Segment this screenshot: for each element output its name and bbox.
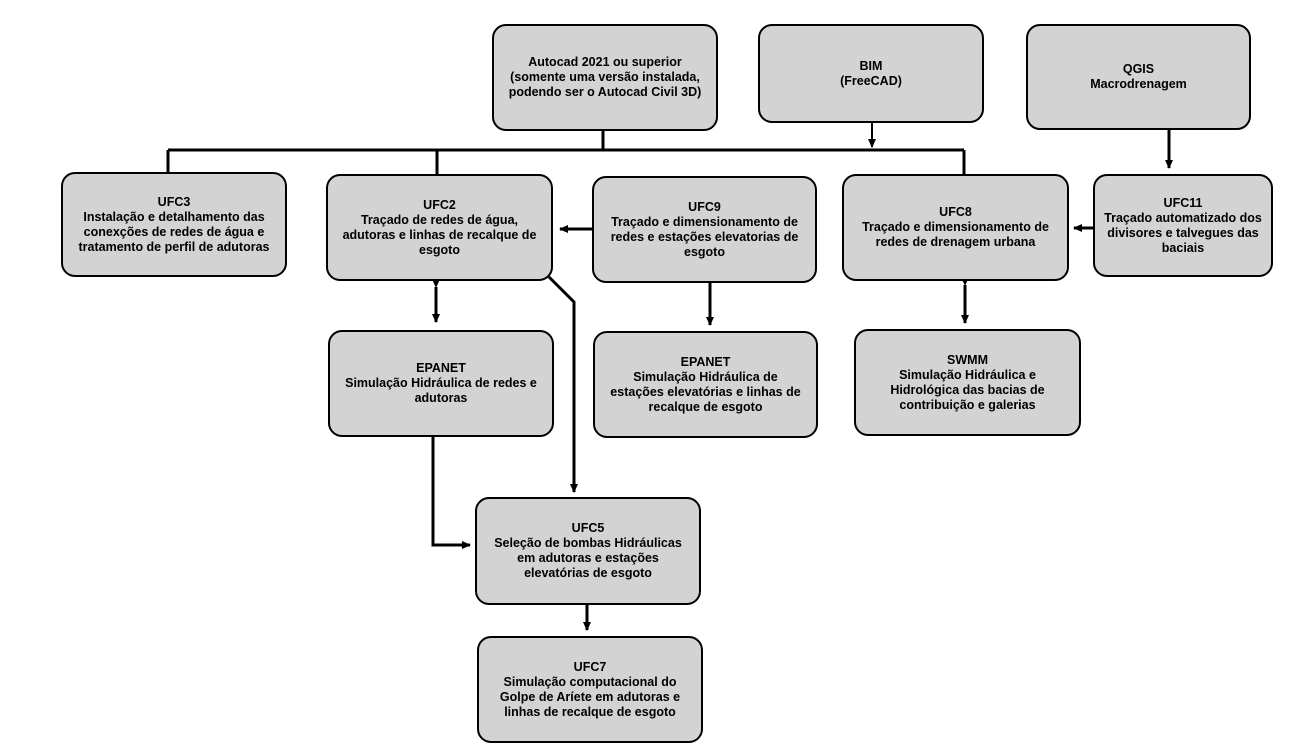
node-ufc11-line-3: baciais — [1161, 240, 1205, 255]
node-ufc5: UFC5 Seleção de bombas Hidráulicas em ad… — [475, 497, 701, 605]
node-ufc2-line-2: adutoras e linhas de recalque de — [342, 227, 537, 242]
node-ufc11-line-1: Traçado automatizado dos — [1104, 210, 1262, 225]
node-ufc8-title: UFC8 — [939, 205, 972, 219]
node-ufc2-line-1: Traçado de redes de água, — [360, 212, 518, 227]
node-bim-title: BIM — [859, 58, 883, 73]
edge-autocad-bus — [168, 130, 964, 152]
node-ufc9-line-3: esgoto — [684, 244, 725, 259]
node-ufc11-title: UFC11 — [1163, 195, 1203, 210]
node-swmm-title: SWMM — [947, 352, 988, 367]
node-ufc5-title: UFC5 — [571, 521, 605, 535]
node-ufc5-line-2: em adutoras e estações — [517, 551, 659, 565]
node-epanet-elevatorias-title: EPANET — [680, 354, 731, 369]
node-epanet-elevatorias-line-1: Simulação Hidráulica de — [633, 369, 778, 384]
node-swmm-line-2: Hidrológica das bacias de — [890, 382, 1045, 397]
node-epanet-elevatorias: EPANET Simulação Hidráulica de estações … — [593, 331, 818, 438]
node-ufc3-line-1: Instalação e detalhamento das — [83, 209, 265, 224]
node-ufc3-line-3: tratamento de perfil de adutoras — [78, 239, 270, 254]
node-bim: BIM (FreeCAD) — [758, 24, 984, 123]
node-autocad-line-3: podendo ser o Autocad Civil 3D) — [508, 85, 702, 99]
node-ufc11-line-2: divisores e talvegues das — [1107, 225, 1259, 240]
node-ufc3-line-2: conexções de redes de água e — [83, 224, 265, 239]
node-qgis: QGIS Macrodrenagem — [1026, 24, 1251, 130]
node-swmm: SWMM Simulação Hidráulica e Hidrológica … — [854, 329, 1081, 436]
node-ufc7-line-2: Golpe de Aríete em adutoras e — [499, 689, 681, 704]
node-epanet-redes-title: EPANET — [416, 361, 466, 375]
edge-ufc2-ufc5 — [545, 273, 578, 493]
node-autocad-line-2: (somente uma versão instalada, — [510, 70, 700, 84]
node-ufc7-title: UFC7 — [573, 659, 607, 674]
node-ufc9: UFC9 Traçado e dimensionamento de redes … — [592, 176, 817, 283]
node-ufc11: UFC11 Traçado automatizado dos divisores… — [1093, 174, 1273, 277]
node-epanet-redes: EPANET Simulação Hidráulica de redes e a… — [328, 330, 554, 437]
node-bim-line-1: (FreeCAD) — [840, 73, 902, 88]
node-qgis-line-1: Macrodrenagem — [1090, 77, 1187, 91]
node-ufc8-line-1: Traçado e dimensionamento de — [862, 220, 1049, 234]
node-autocad-line-1: Autocad 2021 ou superior — [528, 55, 682, 69]
node-ufc9-title: UFC9 — [688, 199, 721, 214]
node-qgis-title: QGIS — [1122, 62, 1155, 76]
node-ufc2: UFC2 Traçado de redes de água, adutoras … — [326, 174, 553, 281]
node-ufc3-title: UFC3 — [157, 194, 191, 209]
node-ufc5-line-3: elevatórias de esgoto — [524, 566, 652, 580]
node-epanet-elevatorias-line-3: recalque de esgoto — [648, 399, 763, 414]
node-ufc8: UFC8 Traçado e dimensionamento de redes … — [842, 174, 1069, 281]
node-ufc3: UFC3 Instalação e detalhamento das conex… — [61, 172, 287, 277]
edge-epanet1-ufc5 — [431, 437, 471, 549]
node-ufc5-line-1: Seleção de bombas Hidráulicas — [494, 536, 682, 550]
node-ufc2-line-3: esgoto — [419, 242, 460, 257]
node-ufc7-line-1: Simulação computacional do — [503, 674, 677, 689]
node-swmm-line-3: contribuição e galerias — [899, 397, 1036, 412]
node-ufc9-line-2: redes e estações elevatorias de — [610, 229, 799, 244]
node-swmm-line-1: Simulação Hidráulica e — [899, 367, 1036, 382]
node-epanet-redes-line-2: adutoras — [414, 391, 468, 405]
node-ufc7-line-3: linhas de recalque de esgoto — [504, 704, 676, 719]
node-ufc9-line-1: Traçado e dimensionamento de — [611, 214, 798, 229]
node-ufc7: UFC7 Simulação computacional do Golpe de… — [477, 636, 703, 743]
node-epanet-elevatorias-line-2: estações elevatórias e linhas de — [610, 384, 801, 399]
node-ufc2-title: UFC2 — [423, 197, 456, 212]
node-ufc8-line-2: redes de drenagem urbana — [875, 235, 1036, 249]
node-autocad: Autocad 2021 ou superior (somente uma ve… — [492, 24, 718, 131]
node-epanet-redes-line-1: Simulação Hidráulica de redes e — [345, 376, 537, 390]
